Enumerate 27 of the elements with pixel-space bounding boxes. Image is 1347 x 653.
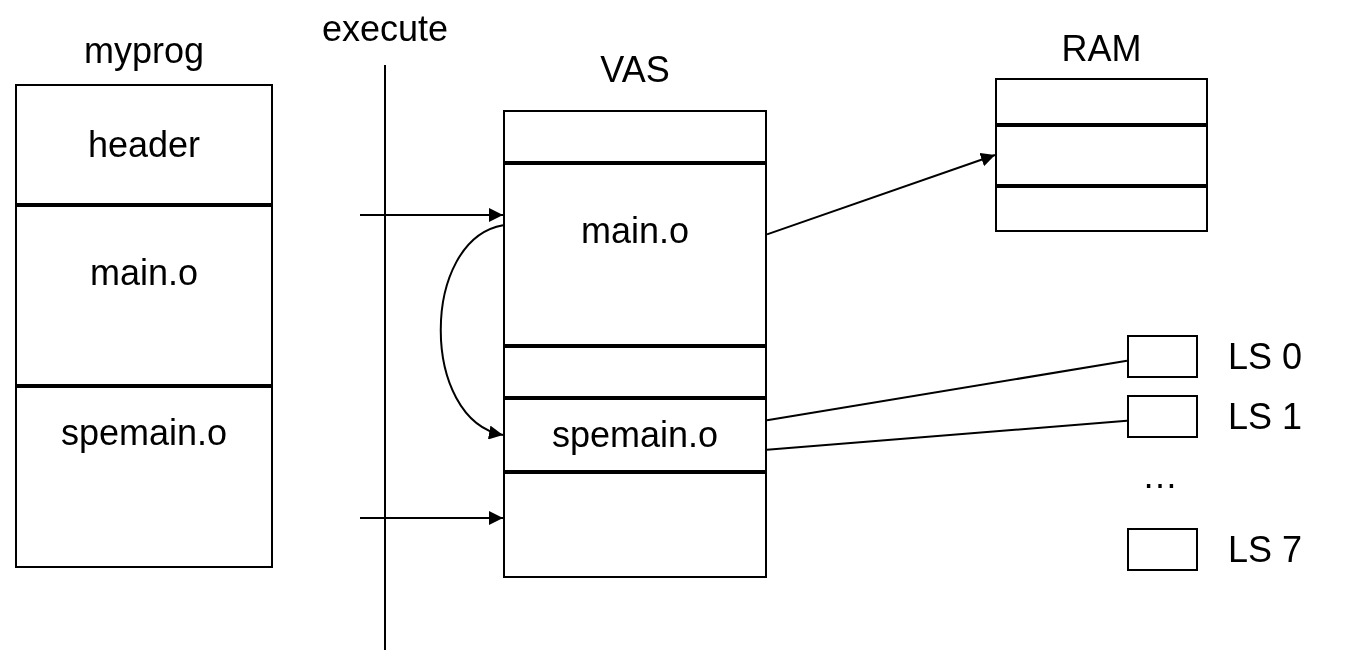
memory-segment [503,346,767,398]
segment-label: main.o [580,210,690,252]
connector-line [766,419,1128,451]
memory-segment [503,398,767,472]
memory-segment [15,205,273,386]
segment-label: main.o [89,252,199,294]
block-title: myprog [84,30,204,72]
arrow [359,207,504,222]
arrow [439,224,504,437]
slot-label: LS 7 [1228,528,1303,571]
arrow [766,153,996,236]
memory-segment [1127,528,1198,571]
slot-label: LS 0 [1228,335,1303,378]
slot-label: LS 1 [1228,395,1303,438]
segment-label: header [87,123,201,166]
segment-label: spemain.o [551,414,719,456]
memory-segment [1127,335,1198,378]
segment-label: spemain.o [60,412,228,454]
arrow [359,511,504,525]
memory-segment [995,125,1208,186]
block-title: VAS [600,49,670,91]
memory-segment [503,163,767,346]
text-label: … [1142,455,1178,497]
memory-segment [1127,395,1198,438]
connector-line [766,359,1128,422]
block-title: RAM [1061,28,1142,70]
text-label: execute [321,8,449,50]
